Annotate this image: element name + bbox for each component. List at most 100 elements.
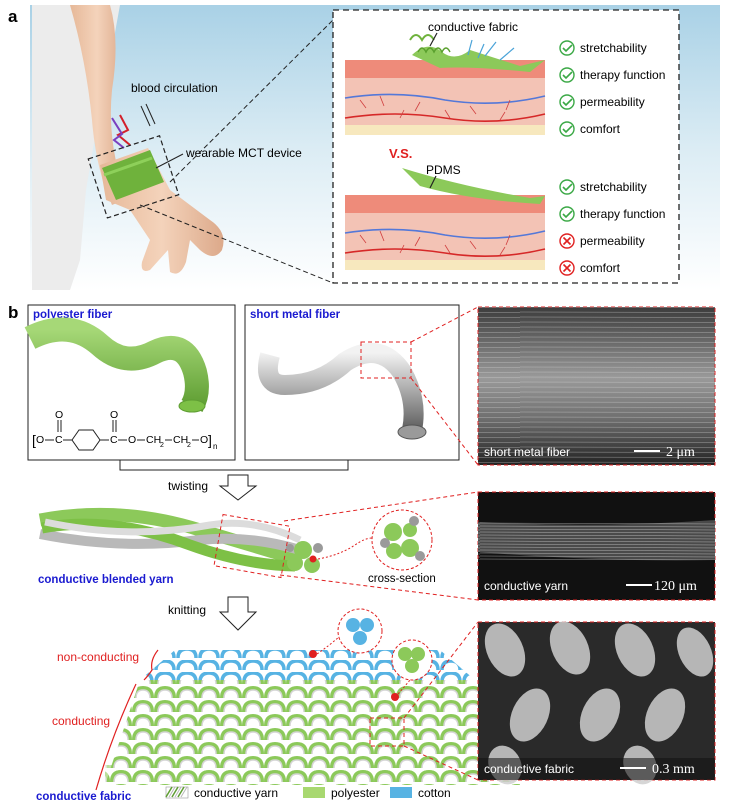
- vs-label: V.S.: [389, 146, 412, 161]
- metal-zoom-line-1: [410, 306, 479, 343]
- metal-fiber-tube: [257, 343, 424, 432]
- twisting-label: twisting: [168, 479, 208, 493]
- svg-text:polyester: polyester: [331, 786, 380, 800]
- svg-text:O: O: [36, 434, 44, 446]
- svg-text:conductive yarn: conductive yarn: [484, 579, 568, 593]
- check-icon: [559, 67, 575, 83]
- panel-b-letter: b: [8, 303, 18, 322]
- check-list-bottom: stretchability therapy function permeabili…: [559, 179, 665, 276]
- fabric-zoom-line-1: [403, 621, 479, 719]
- check-item: comfort: [559, 260, 621, 276]
- band-highlight: [103, 156, 153, 177]
- fabric-label: conductive fabric: [36, 791, 132, 803]
- svg-text:CH: CH: [173, 434, 188, 446]
- metal-zoom-box: [360, 341, 412, 379]
- check-label: therapy function: [580, 207, 665, 221]
- device-label: wearable MCT device: [185, 146, 302, 160]
- check-item: stretchability: [559, 40, 647, 56]
- knitting-arrow: [218, 596, 258, 631]
- yarn-illustration: [38, 507, 323, 573]
- polyester-marker-dot: [391, 693, 399, 701]
- metal-fiber-end: [397, 424, 427, 440]
- check-icon: [559, 179, 575, 195]
- svg-text:]: ]: [208, 432, 212, 448]
- svg-text:conductive yarn: conductive yarn: [194, 786, 278, 800]
- svg-text:n: n: [213, 442, 217, 451]
- check-list-top: stretchability therapy function permeabili…: [559, 40, 665, 137]
- yarn-zoom-line-2: [279, 574, 479, 601]
- svg-text:O: O: [128, 434, 136, 446]
- upper-arm: [70, 5, 124, 205]
- polyester-formula: [ O C O C O O CH 2 CH 2 O ] n: [32, 409, 217, 451]
- svg-text:short metal fiber: short metal fiber: [484, 445, 570, 459]
- legend-item-polyester: polyester: [303, 786, 380, 800]
- check-label: stretchability: [580, 41, 647, 55]
- check-icon: [559, 94, 575, 110]
- circulation-arrow-1: [140, 105, 151, 127]
- svg-text:O: O: [110, 409, 118, 421]
- check-icon: [559, 40, 575, 56]
- pdms-label: PDMS: [426, 163, 461, 177]
- zoom-line-bottom: [139, 204, 334, 284]
- svg-text:2 μm: 2 μm: [666, 445, 695, 460]
- polyester-inset: [391, 639, 433, 681]
- check-item: permeability: [559, 233, 645, 249]
- cross-section-pointer: [317, 537, 373, 560]
- svg-text:[: [: [32, 432, 36, 448]
- svg-text:conductive fabric: conductive fabric: [484, 762, 574, 776]
- panel-b: b polyester fiber [ O C O C O O CH 2: [8, 303, 716, 803]
- device-dashed-box: [87, 135, 180, 219]
- cotton-marker-dot: [309, 650, 317, 658]
- merge-bracket: [119, 460, 349, 471]
- check-label: stretchability: [580, 180, 647, 194]
- panel-a: a blood circulation wearable MCT device: [8, 5, 720, 290]
- check-icon: [559, 121, 575, 137]
- panel-a-letter: a: [8, 7, 18, 26]
- svg-text:2: 2: [187, 442, 191, 449]
- check-label: permeability: [580, 95, 645, 109]
- svg-text:O: O: [55, 409, 63, 421]
- artery-line: [116, 114, 131, 146]
- device-pointer-line: [155, 153, 184, 169]
- yarn-zoom-box: [213, 513, 291, 579]
- skin-block-bottom: [344, 168, 546, 270]
- check-label: comfort: [580, 122, 621, 136]
- cross-section-inset: [371, 509, 433, 571]
- check-label: therapy function: [580, 68, 665, 82]
- svg-text:C: C: [55, 434, 63, 446]
- check-item: comfort: [559, 121, 621, 137]
- circulation-arrow-2: [145, 103, 156, 125]
- check-item: stretchability: [559, 179, 647, 195]
- conductive-fabric-label: conductive fabric: [428, 20, 518, 34]
- vein-line: [111, 117, 125, 149]
- fabric-zoom-box: [369, 717, 405, 747]
- check-icon: [559, 206, 575, 222]
- conducting-brace: [95, 683, 137, 791]
- svg-text:0.3 mm: 0.3 mm: [652, 762, 695, 777]
- yarn-label: conductive blended yarn: [38, 574, 173, 586]
- svg-text:2: 2: [160, 442, 164, 449]
- non-conducting-label: non-conducting: [57, 650, 139, 664]
- arm-illustration: blood circulation wearable MCT device: [32, 5, 334, 290]
- check-label: comfort: [580, 261, 621, 275]
- cotton-inset: [337, 608, 383, 654]
- mct-device-band: [102, 150, 164, 200]
- svg-text:120 μm: 120 μm: [654, 579, 697, 594]
- skin-block-top: [344, 32, 546, 135]
- check-label: permeability: [580, 234, 645, 248]
- cross-icon: [559, 233, 575, 249]
- legend: conductive yarn polyester cotton: [165, 786, 451, 800]
- cross-icon: [559, 260, 575, 276]
- polyester-fiber-end: [178, 399, 206, 413]
- polyester-fiber-tube: [24, 317, 209, 412]
- check-item: permeability: [559, 94, 645, 110]
- svg-text:O: O: [200, 434, 208, 446]
- polyester-pointer: [397, 679, 411, 695]
- conducting-label: conducting: [52, 714, 110, 728]
- zoom-line-top: [169, 19, 334, 183]
- twisting-arrow: [218, 474, 258, 501]
- check-item: therapy function: [559, 206, 665, 222]
- check-item: therapy function: [559, 67, 665, 83]
- sem-image-conductive-yarn: conductive yarn 120 μm: [477, 491, 716, 601]
- sem-image-metal-fiber: short metal fiber 2 μm: [477, 306, 716, 466]
